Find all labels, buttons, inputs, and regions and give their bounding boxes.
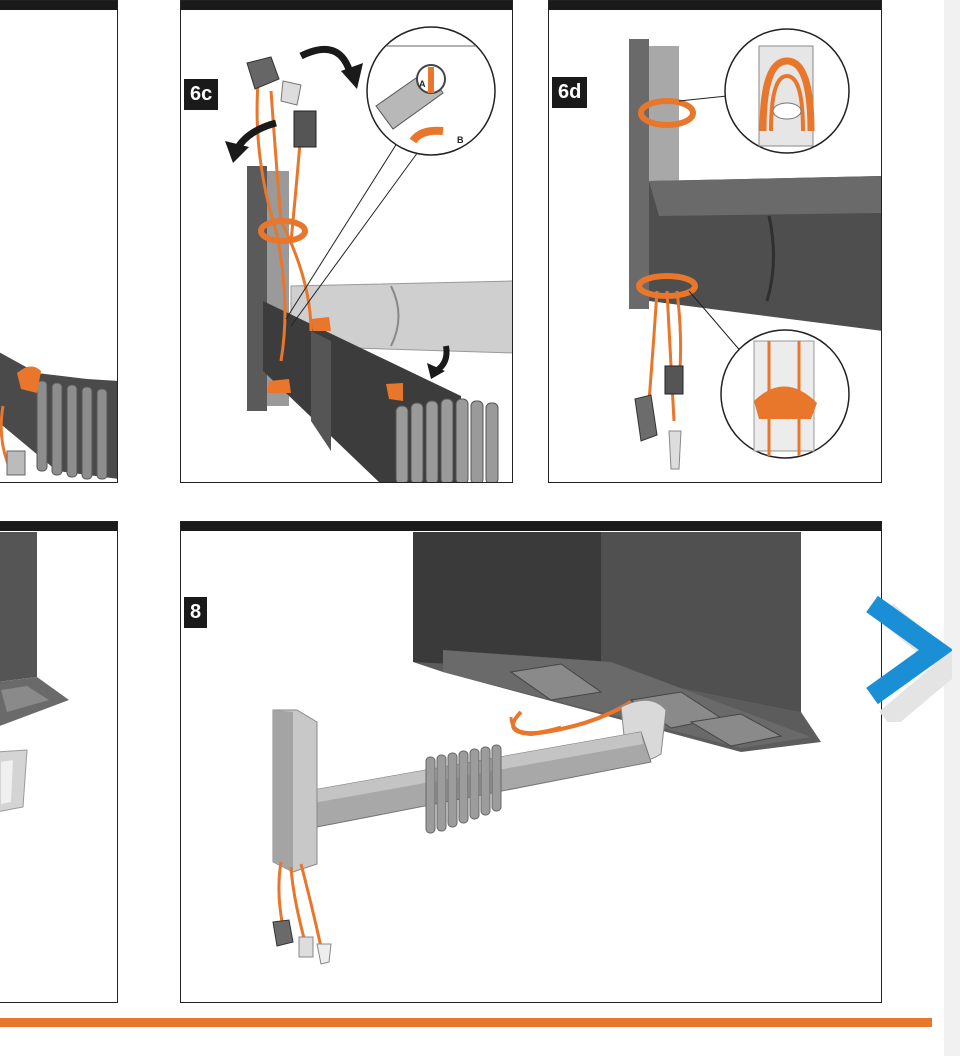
panel-header-bar	[181, 1, 512, 10]
illustration-speaker-partial	[0, 532, 69, 812]
footer-accent-line	[0, 1018, 932, 1027]
inset-letter-b: B	[457, 135, 464, 145]
panel-step-8: 8	[180, 521, 882, 1003]
chevron-right-icon	[866, 595, 960, 729]
panel-header-bar	[549, 1, 881, 10]
panel-header-bar	[181, 522, 881, 531]
panel-step-7-partial	[0, 521, 118, 1003]
step-label: 8	[184, 597, 208, 628]
page-edge	[944, 0, 960, 1056]
panel-header-bar	[0, 1, 117, 10]
illustration-cable-routing-6c: A B	[225, 26, 512, 482]
inset-letter-a: A	[419, 79, 426, 89]
next-page-button[interactable]	[852, 592, 960, 729]
illustration-speaker-mounted	[272, 532, 821, 965]
panel-step-6d: 6d	[548, 0, 882, 483]
step-label: 6c	[184, 79, 219, 110]
illustration-cable-routing-6d	[629, 28, 881, 470]
step-label: 6d	[552, 77, 588, 108]
panel-step-6b-partial	[0, 0, 118, 483]
panel-header-bar	[0, 522, 117, 531]
panel-step-6c: 6c	[180, 0, 513, 483]
illustration-arm-partial	[0, 352, 117, 480]
